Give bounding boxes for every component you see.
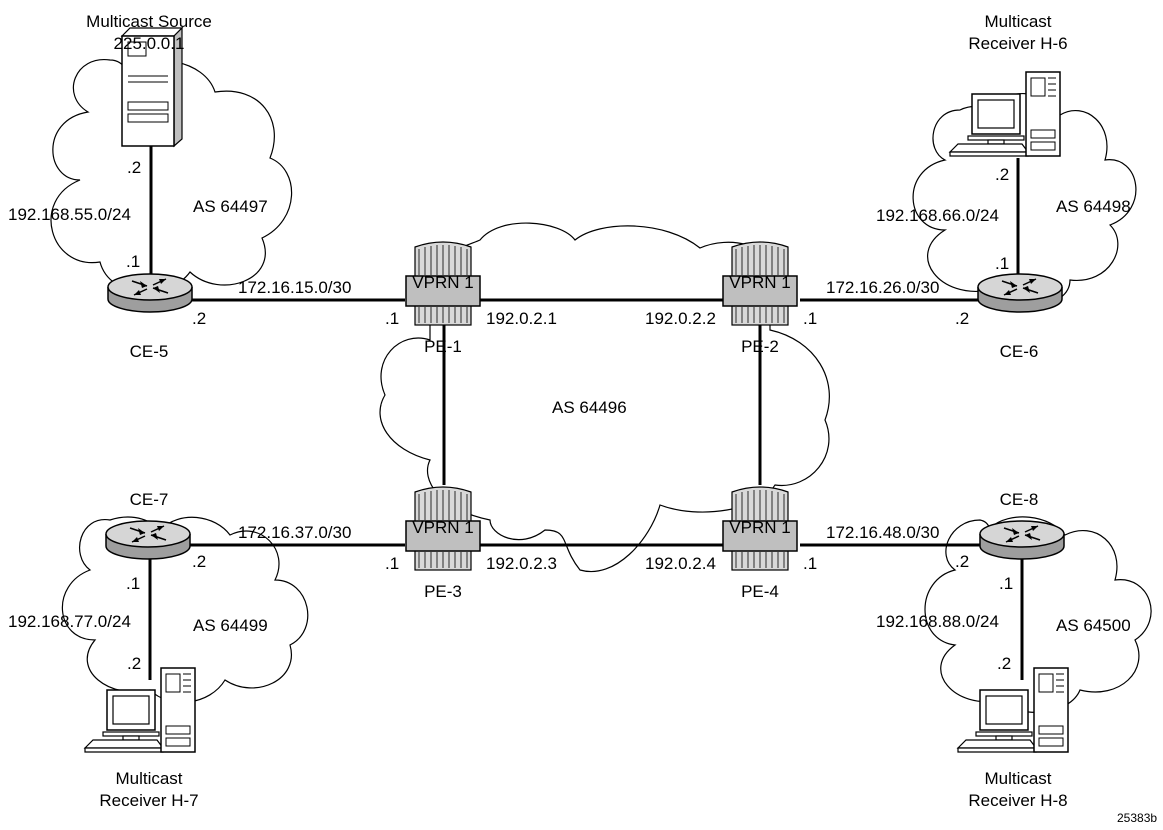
h7-ip: .2 [127,654,141,673]
pe3-if-ip: .1 [385,554,399,573]
source-title-line2: 225.0.0.1 [114,34,185,53]
core-as-label: AS 64496 [552,398,627,417]
h8-as: AS 64500 [1056,616,1131,635]
ce6-router-icon [977,273,1063,313]
h8-title-line1: Multicast [984,769,1051,788]
h6-title-line2: Receiver H-6 [968,34,1067,53]
ce7-router-icon [105,520,191,560]
as64499-cloud [61,516,309,703]
ce6-lan-ip: .1 [995,254,1009,273]
pe4-vprn-label: VPRN 1 [729,518,790,537]
pe3-name: PE-3 [424,582,462,601]
h6-title-line1: Multicast [984,12,1051,31]
ce5-wan-ip: .2 [192,309,206,328]
pe2-vprn-label: VPRN 1 [729,273,790,292]
pe4-system-ip: 192.0.2.4 [645,554,716,573]
pe2-if-ip: .1 [803,309,817,328]
source-ip: .2 [127,158,141,177]
ce7-wan-ip: .2 [192,552,206,571]
ce8-wan-ip: .2 [955,552,969,571]
h7-subnet: 192.168.77.0/24 [8,612,131,631]
pe1-vprn-label: VPRN 1 [412,273,473,292]
as64496-cloud [379,222,830,573]
pe1-if-ip: .1 [385,309,399,328]
h8-ip: .2 [997,654,1011,673]
link-ce8-pe4-subnet: 172.16.48.0/30 [826,523,939,542]
source-subnet: 192.168.55.0/24 [8,205,131,224]
pe4-if-ip: .1 [803,554,817,573]
ce8-lan-ip: .1 [999,574,1013,593]
link-ce7-pe3-subnet: 172.16.37.0/30 [238,523,351,542]
ce5-lan-ip: .1 [126,252,140,271]
pe2-system-ip: 192.0.2.2 [645,309,716,328]
link-ce5-pe1-subnet: 172.16.15.0/30 [238,278,351,297]
ce8-router-icon [979,520,1065,560]
ce7-lan-ip: .1 [126,574,140,593]
figure-id: 25383b [1117,811,1157,825]
ce6-wan-ip: .2 [955,309,969,328]
ce5-name: CE-5 [130,342,169,361]
source-as: AS 64497 [193,197,268,216]
h8-subnet: 192.168.88.0/24 [876,612,999,631]
as64497-cloud [50,59,293,293]
pe2-name: PE-2 [741,337,779,356]
pe3-vprn-label: VPRN 1 [412,518,473,537]
ce8-name: CE-8 [1000,490,1039,509]
h6-as: AS 64498 [1056,197,1131,216]
h7-as: AS 64499 [193,616,268,635]
h7-title-line1: Multicast [115,769,182,788]
ce5-router-icon [107,273,193,313]
h6-ip: .2 [995,165,1009,184]
h6-subnet: 192.168.66.0/24 [876,206,999,225]
ce6-name: CE-6 [1000,342,1039,361]
pe4-name: PE-4 [741,582,779,601]
h8-title-line2: Receiver H-8 [968,791,1067,810]
source-title-line1: Multicast Source [86,12,212,31]
pe3-system-ip: 192.0.2.3 [486,554,557,573]
ce7-name: CE-7 [130,490,169,509]
link-ce6-pe2-subnet: 172.16.26.0/30 [826,278,939,297]
pe1-system-ip: 192.0.2.1 [486,309,557,328]
pe1-name: PE-1 [424,337,462,356]
h7-title-line2: Receiver H-7 [99,791,198,810]
